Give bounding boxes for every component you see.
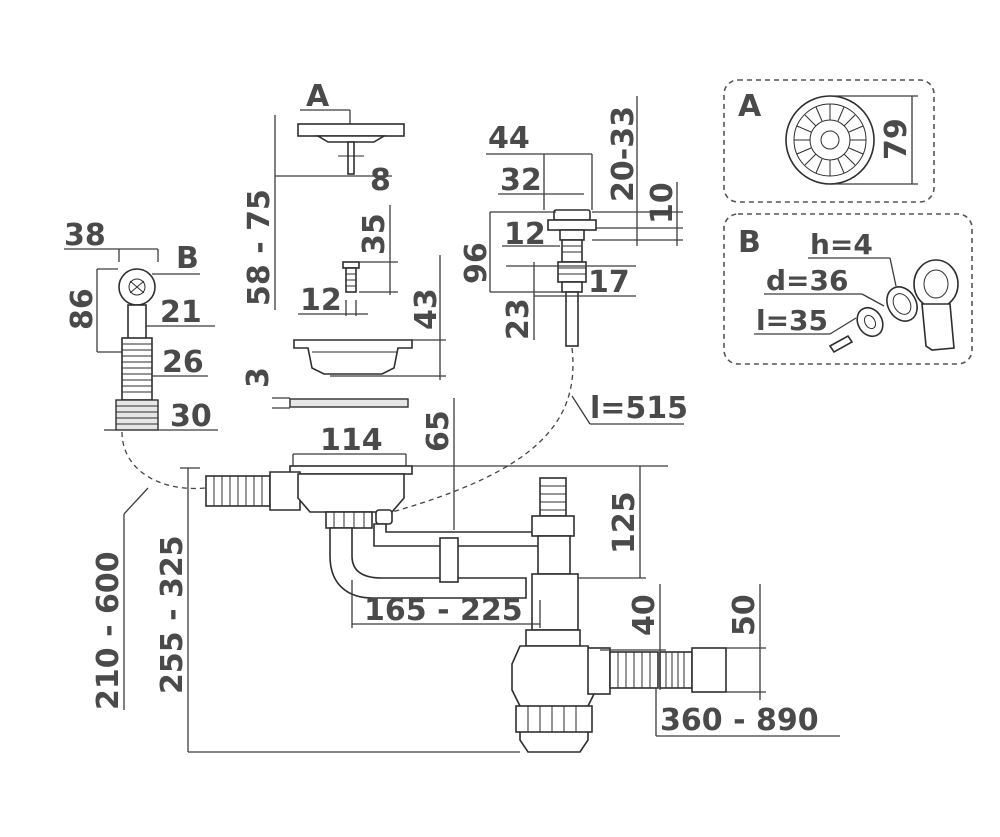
panel-b-d: d=36	[766, 264, 848, 297]
dim-12-screw: 12	[300, 283, 342, 318]
dim-8: 8	[370, 163, 391, 198]
panel-a-title: A	[738, 89, 762, 124]
dim-3: 3	[241, 367, 276, 388]
detail-panel-a: A 79	[723, 79, 935, 203]
remote-valve: 44 32 20-33 10 96 12 17 23	[459, 96, 688, 426]
dim-210-600: 210 - 600	[91, 551, 126, 710]
dim-21: 21	[160, 295, 202, 330]
dim-30: 30	[170, 399, 212, 434]
dim-10: 10	[645, 182, 680, 224]
dim-125: 125	[607, 491, 642, 554]
dim-255-325: 255 - 325	[155, 535, 190, 694]
main-dimensions: 125 40 50 165 - 225 210 - 600 255 - 325 …	[91, 466, 840, 753]
dim-360-890: 360 - 890	[660, 703, 819, 738]
dim-96: 96	[459, 242, 494, 284]
dim-20-33: 20-33	[606, 106, 641, 202]
dim-38: 38	[64, 218, 106, 253]
dim-44: 44	[488, 121, 530, 156]
dim-40: 40	[627, 594, 662, 636]
detail-panel-b: B h=4 d=36 l=35	[723, 213, 973, 365]
panel-b-title: B	[738, 225, 761, 260]
dim-23: 23	[501, 298, 536, 340]
dim-165-225: 165 - 225	[364, 593, 523, 628]
dim-58-75: 58 - 75	[242, 189, 277, 306]
panel-b-h: h=4	[810, 228, 873, 261]
dim-65: 65	[421, 410, 456, 452]
dim-32: 32	[500, 163, 542, 198]
dim-43: 43	[409, 288, 444, 330]
detail-b-callout: B	[176, 241, 199, 276]
dim-35: 35	[357, 213, 392, 255]
panel-a-dim-79: 79	[879, 118, 914, 160]
detail-a-callout: A	[306, 79, 330, 114]
panel-b-l: l=35	[756, 304, 828, 337]
dim-114: 114	[320, 423, 383, 458]
dim-26: 26	[162, 345, 204, 380]
dim-cable-length: l=515	[590, 391, 688, 426]
main-assembly: 114 65	[205, 398, 727, 753]
strainer-parts: A 58 - 75 8 35 12 43 3	[241, 79, 446, 409]
overflow-hose-path	[121, 431, 206, 490]
overflow-corrugated-hose	[121, 337, 153, 401]
dim-17: 17	[588, 265, 630, 300]
dim-50: 50	[727, 594, 762, 636]
overflow-assembly: 38 B 86 21 26	[64, 218, 218, 434]
valve-cable-path	[391, 347, 574, 513]
dim-86: 86	[65, 288, 100, 330]
dim-12-valve: 12	[504, 217, 546, 252]
